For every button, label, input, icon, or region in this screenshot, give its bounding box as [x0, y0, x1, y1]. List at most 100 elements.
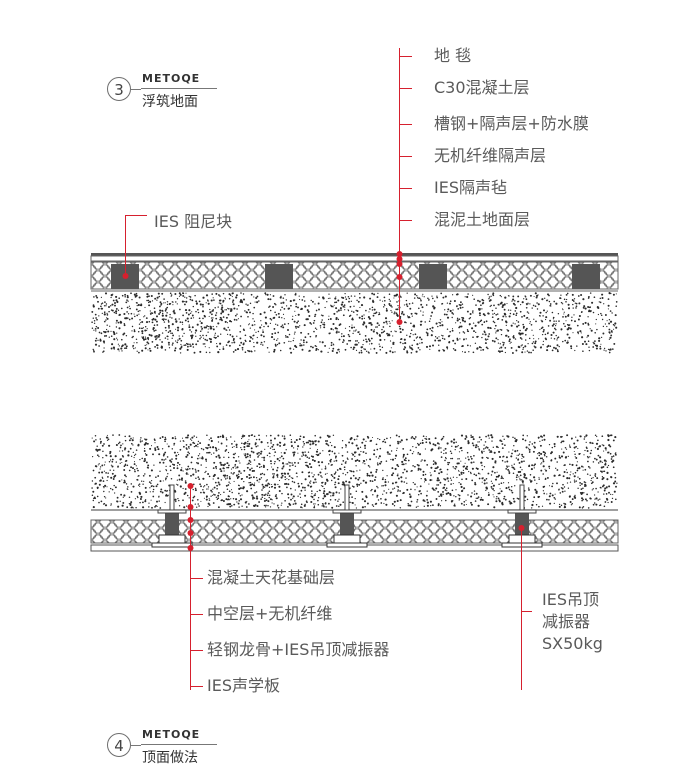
- texture-dot: [564, 503, 567, 506]
- texture-dot: [490, 451, 493, 453]
- texture-dot: [365, 325, 368, 328]
- texture-dot: [393, 311, 396, 313]
- texture-dot: [249, 484, 252, 487]
- leader-dot: [187, 545, 194, 551]
- texture-dot: [493, 506, 496, 509]
- texture-dot: [386, 309, 388, 311]
- texture-dot: [131, 298, 133, 301]
- texture-dot: [369, 479, 372, 482]
- texture-dot: [507, 295, 510, 297]
- texture-dot: [465, 499, 467, 501]
- texture-dot: [143, 460, 146, 463]
- texture-dot: [581, 497, 583, 500]
- texture-dot: [290, 493, 293, 496]
- texture-dot: [281, 435, 284, 437]
- texture-dot: [460, 301, 462, 304]
- texture-dot: [466, 310, 469, 313]
- texture-dot: [199, 303, 202, 306]
- texture-dot: [283, 435, 286, 437]
- texture-dot: [511, 352, 514, 354]
- texture-dot: [379, 349, 382, 351]
- texture-dot: [297, 462, 300, 464]
- texture-dot: [121, 294, 124, 297]
- texture-dot: [220, 333, 222, 335]
- texture-dot: [139, 440, 142, 443]
- texture-dot: [194, 294, 196, 297]
- texture-dot: [574, 349, 576, 352]
- texture-dot: [488, 300, 491, 302]
- texture-dot: [270, 336, 274, 339]
- texture-dot: [304, 478, 307, 481]
- texture-dot: [350, 295, 353, 297]
- texture-dot: [215, 467, 217, 470]
- texture-dot: [240, 446, 242, 449]
- texture-dot: [416, 343, 419, 346]
- texture-dot: [93, 296, 95, 298]
- texture-dot: [197, 469, 200, 472]
- texture-dot: [183, 301, 185, 303]
- texture-dot: [606, 478, 609, 481]
- texture-dot: [316, 328, 318, 330]
- texture-dot: [102, 480, 105, 482]
- texture-dot: [473, 493, 476, 495]
- texture-dot: [202, 305, 204, 308]
- texture-dot: [190, 334, 193, 337]
- texture-dot: [572, 303, 574, 306]
- texture-dot: [586, 447, 588, 450]
- texture-dot: [170, 295, 172, 297]
- texture-dot: [214, 332, 217, 334]
- texture-dot: [592, 503, 595, 506]
- texture-dot: [321, 319, 323, 321]
- texture-dot: [444, 456, 447, 459]
- texture-dot: [438, 472, 441, 475]
- texture-dot: [255, 296, 258, 300]
- texture-dot: [483, 448, 485, 450]
- texture-dot: [271, 466, 273, 468]
- texture-dot: [443, 313, 446, 316]
- texture-dot: [225, 437, 228, 439]
- texture-dot: [471, 479, 474, 482]
- texture-dot: [562, 316, 564, 318]
- texture-dot: [497, 497, 500, 500]
- texture-dot: [191, 314, 194, 317]
- texture-dot: [584, 449, 586, 452]
- texture-dot: [91, 310, 94, 313]
- texture-dot: [251, 470, 254, 472]
- texture-dot: [308, 475, 311, 478]
- texture-dot: [592, 461, 595, 463]
- texture-dot: [397, 465, 400, 468]
- texture-dot: [118, 345, 120, 347]
- texture-dot: [106, 486, 108, 488]
- texture-dot: [110, 504, 112, 506]
- texture-dot: [332, 343, 334, 345]
- texture-dot: [156, 344, 159, 347]
- texture-dot: [515, 314, 518, 317]
- texture-dot: [520, 304, 522, 306]
- texture-dot: [125, 475, 127, 478]
- texture-dot: [519, 479, 521, 481]
- texture-dot: [365, 309, 367, 312]
- texture-dot: [595, 503, 598, 506]
- texture-dot: [154, 318, 157, 321]
- texture-dot: [362, 451, 365, 453]
- texture-dot: [356, 299, 358, 302]
- texture-dot: [591, 489, 593, 491]
- texture-dot: [313, 498, 315, 501]
- texture-dot: [534, 342, 537, 345]
- texture-dot: [511, 464, 513, 466]
- carpet-layer: [91, 253, 618, 256]
- texture-dot: [604, 501, 607, 503]
- texture-dot: [491, 488, 493, 490]
- texture-dot: [411, 436, 414, 438]
- texture-dot: [317, 349, 320, 351]
- texture-dot: [502, 343, 505, 346]
- texture-dot: [239, 325, 242, 327]
- texture-dot: [178, 335, 180, 337]
- texture-dot: [608, 291, 611, 295]
- texture-dot: [456, 305, 458, 307]
- texture-dot: [222, 292, 225, 295]
- texture-dot: [239, 299, 243, 302]
- texture-dot: [215, 292, 218, 295]
- texture-dot: [590, 477, 593, 480]
- texture-dot: [181, 479, 183, 481]
